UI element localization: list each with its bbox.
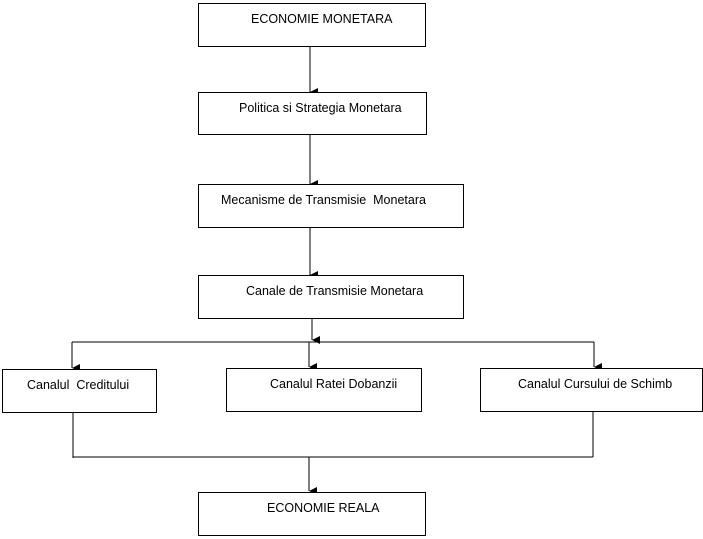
node-label: Canale de Transmisie Monetara <box>246 284 424 298</box>
node-label: Politica si Strategia Monetara <box>239 101 402 115</box>
node-mecanisme: Mecanisme de Transmisie Monetara <box>198 184 464 228</box>
node-label: Canalul Ratei Dobanzii <box>270 377 398 391</box>
node-label: ECONOMIE REALA <box>267 501 380 515</box>
node-canal-rata: Canalul Ratei Dobanzii <box>226 368 422 412</box>
node-label: Canalul Cursului de Schimb <box>518 377 673 391</box>
node-canal-credit: Canalul Creditului <box>2 369 157 413</box>
node-canal-curs: Canalul Cursului de Schimb <box>480 368 703 412</box>
node-politica: Politica si Strategia Monetara <box>198 92 427 135</box>
node-label: Canalul Creditului <box>27 378 130 392</box>
node-label: ECONOMIE MONETARA <box>251 12 393 26</box>
node-label: Mecanisme de Transmisie Monetara <box>221 193 426 207</box>
node-economie-reala: ECONOMIE REALA <box>198 492 426 536</box>
node-economie-monetara: ECONOMIE MONETARA <box>198 3 426 47</box>
node-canale: Canale de Transmisie Monetara <box>198 275 464 319</box>
